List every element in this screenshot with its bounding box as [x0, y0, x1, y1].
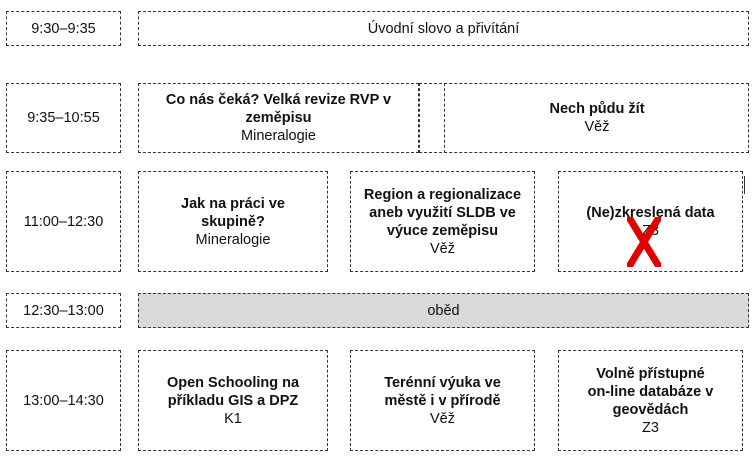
- session-room: Věž: [430, 410, 455, 427]
- time-slot-4: 12:30–13:00: [6, 293, 121, 328]
- session-title: Open Schooling na příkladu GIS a DPZ: [166, 374, 300, 409]
- session-room: Věž: [430, 240, 455, 257]
- session-title: Region a regionalizace aneb využití SLDB…: [363, 186, 522, 239]
- lunch-break: oběd: [138, 293, 749, 328]
- session-title: (Ne)zkreslená data: [586, 204, 715, 221]
- session-title: Jak na práci ve skupině?: [181, 195, 285, 230]
- session-field-teaching: Terénní výuka ve městě i v přírodě Věž: [350, 350, 535, 451]
- time-label: 9:35–10:55: [27, 110, 100, 126]
- red-x-icon: [627, 217, 661, 267]
- session-room: Mineralogie: [195, 231, 271, 248]
- session-room: Z3: [642, 419, 659, 436]
- session-title: Volně přístupné on-line databáze v geově…: [587, 365, 714, 418]
- divider-mark: [744, 176, 745, 194]
- session-opening: Úvodní slovo a přivítání: [138, 11, 749, 46]
- session-open-databases: Volně přístupné on-line databáze v geově…: [558, 350, 743, 451]
- time-label: 9:30–9:35: [31, 20, 96, 37]
- session-title: Úvodní slovo a přivítání: [367, 20, 520, 37]
- time-slot-5: 13:00–14:30: [6, 350, 121, 451]
- session-rvp-revision: Co nás čeká? Velká revize RVP v zeměpisu…: [138, 83, 419, 153]
- session-soil-content: Nech půdu žít Věž: [444, 83, 749, 153]
- session-title: Terénní výuka ve městě i v přírodě: [384, 374, 501, 409]
- session-open-schooling: Open Schooling na příkladu GIS a DPZ K1: [138, 350, 328, 451]
- time-slot-2: 9:35–10:55: [6, 83, 121, 153]
- session-soil: [419, 83, 749, 153]
- time-slot-1: 9:30–9:35: [6, 11, 121, 46]
- time-label: 13:00–14:30: [23, 392, 104, 409]
- session-title: Nech půdu žít: [549, 101, 645, 117]
- session-regionalization: Region a regionalizace aneb využití SLDB…: [350, 171, 535, 272]
- session-room: Mineralogie: [241, 128, 316, 144]
- session-group-work: Jak na práci ve skupině? Mineralogie: [138, 171, 328, 272]
- time-slot-3: 11:00–12:30: [6, 171, 121, 272]
- time-label: 11:00–12:30: [23, 213, 104, 230]
- session-title: Co nás čeká? Velká revize RVP v zeměpisu: [165, 92, 392, 126]
- time-label: 12:30–13:00: [23, 302, 104, 319]
- session-room: Věž: [584, 119, 610, 135]
- session-room: K1: [224, 410, 242, 427]
- session-title: oběd: [427, 302, 460, 319]
